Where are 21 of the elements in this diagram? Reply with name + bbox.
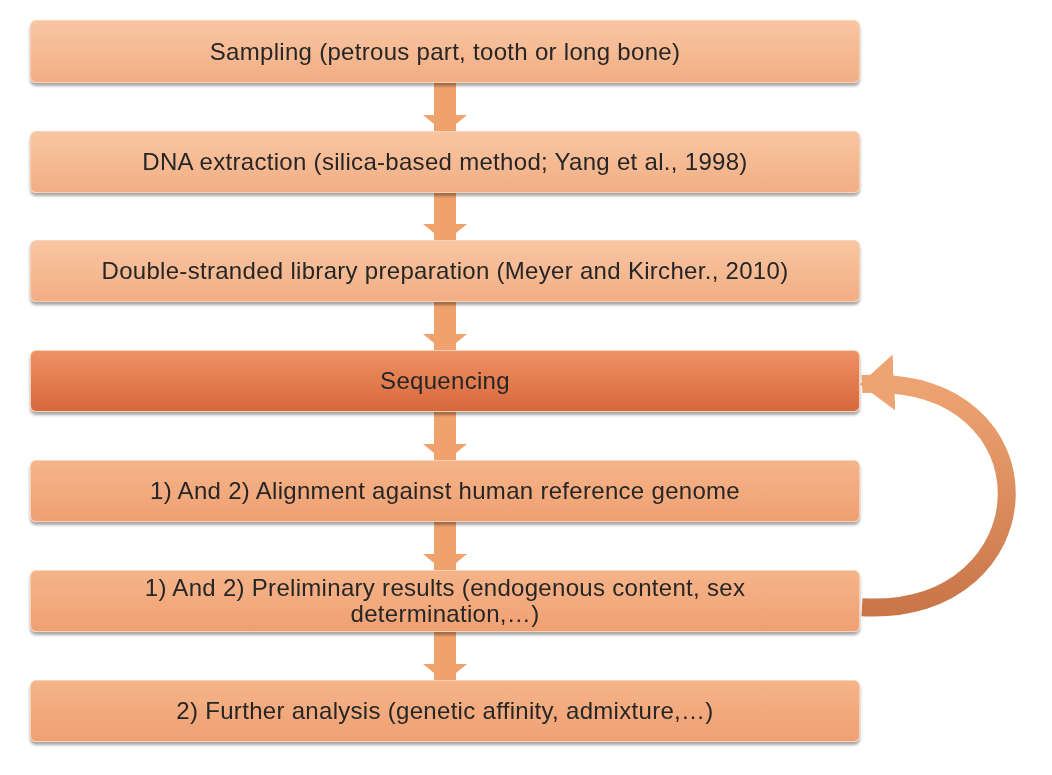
step-label: Sequencing [380,368,510,394]
process-box [30,570,860,632]
step-label: Double-stranded library preparation (Meyer and Kircher., 2010) [101,258,789,284]
step-label: 1) And 2) Preliminary results (endogenous content, sex determination,…) [143,575,747,627]
process-box [30,20,860,83]
arrow [423,412,467,462]
process-box [30,680,860,742]
step-label: Sampling (petrous part, tooth or long bone) [209,38,681,65]
loop-back-arrow [860,357,1016,617]
step-label: 1) And 2) Alignment against human reference genome [150,478,740,504]
arrow [423,302,467,352]
step-label: DNA extraction (silica-based method; Yang et al., 1998) [142,149,748,175]
arrow [423,83,467,133]
step-label: 2) Further analysis (genetic affinity, admixture,…) [176,698,714,724]
process-box [30,460,860,522]
arrow [423,522,467,572]
arrow [423,632,467,682]
arrow [423,193,467,242]
process-box [30,240,860,302]
process-box [30,350,860,412]
process-box [30,131,860,193]
